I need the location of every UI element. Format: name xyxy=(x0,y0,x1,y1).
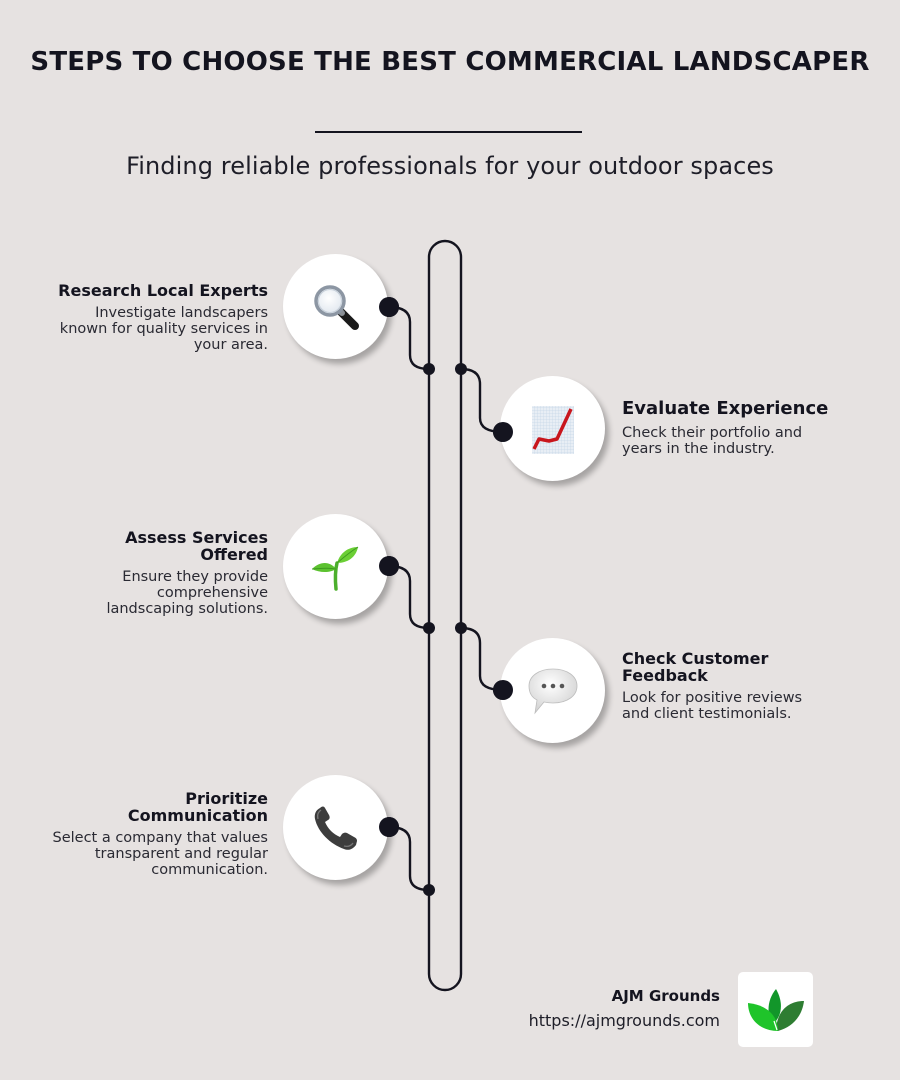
page-title: STEPS TO CHOOSE THE BEST COMMERCIAL LAND… xyxy=(30,47,870,77)
step-3-icon-circle xyxy=(283,514,388,619)
brand-url-link[interactable]: https://ajmgrounds.com xyxy=(528,1011,720,1030)
junction-dot xyxy=(423,363,435,375)
magnifying-glass-icon xyxy=(313,284,359,330)
step-3-text: Assess Services Offered Ensure they prov… xyxy=(28,529,268,617)
step-4-icon-circle xyxy=(500,638,605,743)
step-1-title: Research Local Experts xyxy=(58,281,268,300)
brand-name: AJM Grounds xyxy=(611,987,720,1005)
step-3-description: Ensure they provide comprehensive landsc… xyxy=(106,569,268,617)
track-loop xyxy=(427,239,463,992)
step-5-text: Prioritize Communication Select a compan… xyxy=(28,789,269,878)
step-2-title: Evaluate Experience xyxy=(622,398,829,419)
brand-block: AJM Grounds https://ajmgrounds.com xyxy=(529,986,720,1031)
chart-increasing-icon xyxy=(531,405,574,454)
junction-dot xyxy=(423,622,435,634)
brand-logo xyxy=(738,972,813,1047)
junction-dot xyxy=(455,363,467,375)
step-4-title: Check Customer Feedback xyxy=(622,649,769,685)
step-1-text: Research Local Experts Investigate lands… xyxy=(28,282,268,353)
junction-dot xyxy=(455,622,467,634)
step-2-icon-circle xyxy=(500,376,605,481)
step-2-text: Evaluate Experience Check their portfoli… xyxy=(622,398,862,458)
speech-bubble-icon xyxy=(528,668,577,714)
step-4-description: Look for positive reviews and client tes… xyxy=(622,690,803,722)
step-3-title: Assess Services Offered xyxy=(125,528,268,564)
step-1-description: Investigate landscapers known for qualit… xyxy=(59,305,268,353)
connector-step-5 xyxy=(387,825,431,892)
step-5-description: Select a company that values transparent… xyxy=(52,830,269,878)
junction-dot xyxy=(423,884,435,896)
seedling-icon xyxy=(311,546,358,591)
telephone-receiver-icon xyxy=(314,806,357,850)
step-1-icon-circle xyxy=(283,254,388,359)
page-subtitle: Finding reliable professionals for your … xyxy=(126,152,774,180)
step-5-title: Prioritize Communication xyxy=(127,789,268,825)
step-5-icon-circle xyxy=(283,775,388,880)
step-2-description: Check their portfolio and years in the i… xyxy=(622,425,803,457)
connector-step-3 xyxy=(387,564,431,630)
leaves-logo-icon xyxy=(747,988,804,1031)
step-4-text: Check Customer Feedback Look for positiv… xyxy=(622,650,862,722)
title-underline xyxy=(315,131,582,133)
connector-step-2 xyxy=(459,367,505,434)
connector-step-1 xyxy=(387,305,431,371)
connector-step-4 xyxy=(459,626,505,692)
